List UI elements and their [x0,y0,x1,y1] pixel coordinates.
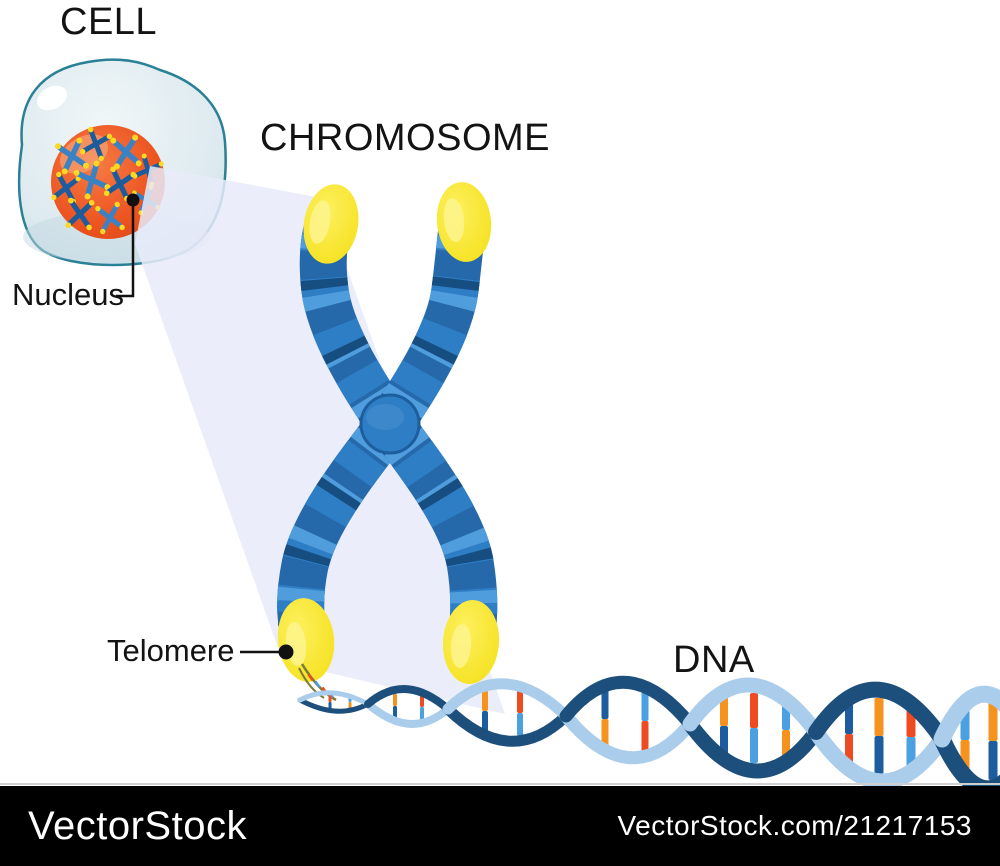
cell-label: CELL [60,1,158,43]
dna-helix [297,675,1000,798]
ground-line [0,783,1000,785]
telomere-leader-line [240,644,294,660]
dna-label: DNA [673,639,755,681]
telomere-cap-upper-right [436,182,492,262]
dna-base-pairs [328,690,998,780]
chromosome-label: CHROMOSOME [260,117,550,159]
magnification-beam [135,166,505,714]
chromosome-figure [277,182,500,684]
telomere-cap-upper-left [303,184,359,264]
vectorstock-logo: VectorStock [28,803,247,848]
cell-highlight [36,85,68,111]
dna-strands [297,675,1000,798]
unwinding-dna-thread [298,663,337,702]
telomere-cap-lower-right [442,600,500,684]
centromere-highlight [366,404,404,430]
nucleus-leader-line [116,193,140,298]
watermark-bar: VectorStock VectorStock.com/21217153 [0,786,1000,866]
vectorstock-credit: VectorStock.com/21217153 [617,810,972,841]
nucleus-label: Nucleus [12,277,124,312]
telomere-label: Telomere [107,633,235,668]
